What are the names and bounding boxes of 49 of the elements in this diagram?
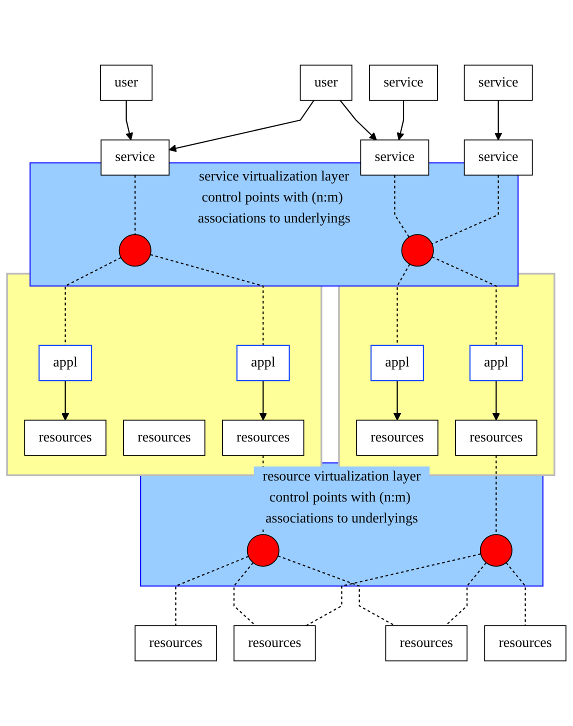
connector — [64, 257, 122, 346]
node-box: appl — [38, 344, 92, 382]
node-circle — [401, 234, 434, 267]
node-box: resources — [385, 625, 468, 662]
node-box: service — [100, 140, 170, 176]
node-box: service — [360, 140, 430, 176]
node-box: resources — [24, 420, 106, 456]
connector — [496, 455, 497, 535]
node-box: resources — [356, 420, 438, 456]
arrow — [126, 100, 134, 140]
node-box: service — [369, 64, 438, 101]
arrow — [259, 380, 267, 421]
connector — [394, 175, 410, 238]
node-box: appl — [469, 344, 523, 382]
node-box: resources — [222, 420, 304, 456]
node-box: appl — [236, 344, 290, 382]
node-box: resources — [123, 420, 206, 456]
connector — [278, 555, 396, 626]
cluster: service virtualization layer control points with (n:m) associations to underlyings — [30, 162, 519, 287]
connector — [432, 175, 499, 244]
node-box: resources — [484, 625, 566, 662]
arrow — [340, 100, 377, 140]
arrow — [61, 380, 70, 421]
connector — [175, 556, 249, 626]
arrow — [393, 380, 402, 421]
node-box: resources — [455, 420, 538, 456]
connector — [396, 264, 410, 346]
node-box: service — [464, 140, 533, 176]
arrow — [168, 100, 314, 152]
connector — [134, 175, 136, 235]
connector — [445, 562, 487, 626]
arrow — [494, 100, 502, 140]
node-box: user — [300, 64, 352, 101]
connector — [306, 553, 481, 626]
arrow — [492, 380, 500, 421]
connector — [233, 562, 256, 626]
node-box: resources — [234, 625, 316, 662]
node-box: appl — [370, 344, 424, 382]
node-circle — [246, 534, 280, 567]
node-box: resources — [134, 625, 217, 662]
node-circle — [118, 234, 152, 267]
arrow — [396, 100, 404, 140]
cluster: resource virtualization layer control points with (n:m) associations to underlyings — [140, 462, 544, 587]
connector — [432, 256, 497, 346]
node-circle — [480, 534, 512, 567]
connector — [506, 562, 526, 626]
node-box: service — [464, 64, 533, 101]
connector — [150, 254, 264, 346]
node-box: user — [100, 64, 153, 101]
